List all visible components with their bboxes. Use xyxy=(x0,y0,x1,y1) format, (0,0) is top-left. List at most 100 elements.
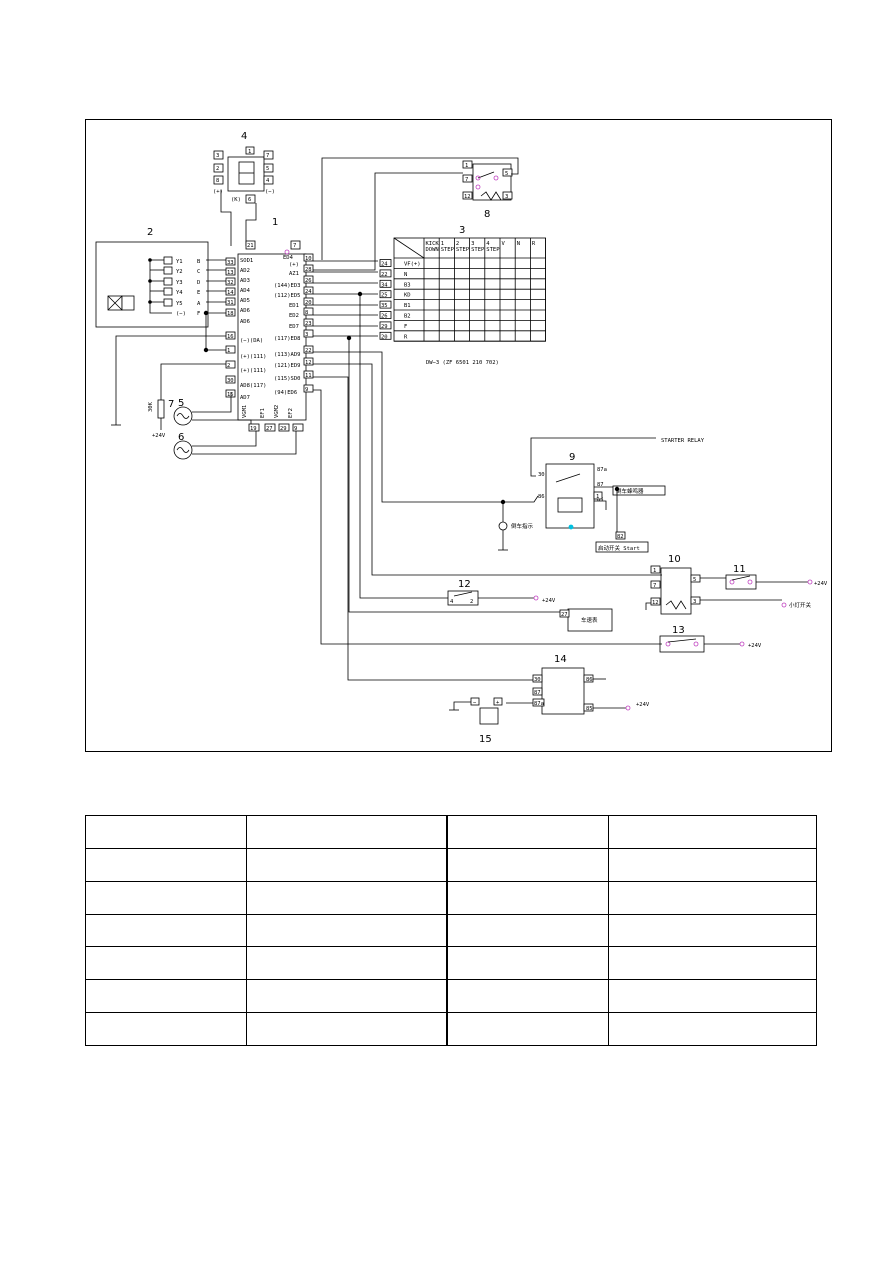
legend-cell xyxy=(245,815,448,849)
svg-text:7: 7 xyxy=(293,243,296,249)
svg-text:31: 31 xyxy=(227,300,234,306)
svg-text:8: 8 xyxy=(305,310,308,316)
ecu-number: 1 xyxy=(272,217,278,228)
svg-text:VGM1: VGM1 xyxy=(242,405,248,418)
legend-row xyxy=(85,946,817,981)
ecu-right-pin-numbers: 10 28 26 24 20 8 23 3 22 12 11 9 xyxy=(303,253,314,393)
svg-text:1: 1 xyxy=(227,348,230,354)
svg-text:2: 2 xyxy=(216,166,219,172)
svg-text:(144)ED3: (144)ED3 xyxy=(274,283,301,289)
svg-text:3: 3 xyxy=(693,599,696,605)
legend-cell xyxy=(85,913,247,948)
legend-cell xyxy=(608,913,817,948)
svg-text:(117)ED8: (117)ED8 xyxy=(274,336,301,342)
svg-text:30: 30 xyxy=(538,472,545,478)
battery-15: − + 15 xyxy=(470,697,503,745)
legend-cell xyxy=(608,880,817,915)
svg-text:Y4: Y4 xyxy=(176,290,183,296)
svg-text:7: 7 xyxy=(653,583,656,589)
legend-row xyxy=(85,1012,817,1046)
svg-text:9: 9 xyxy=(294,426,297,432)
svg-text:4: 4 xyxy=(450,599,454,605)
svg-text:AD5: AD5 xyxy=(240,298,250,304)
shift-table-header: DOWN xyxy=(426,247,439,253)
svg-text:(+)(111): (+)(111) xyxy=(240,368,267,374)
svg-text:30: 30 xyxy=(534,677,541,683)
svg-text:2: 2 xyxy=(470,599,473,605)
svg-text:AZ1: AZ1 xyxy=(289,271,299,277)
svg-text:ED7: ED7 xyxy=(289,324,299,330)
svg-text:(121)ED9: (121)ED9 xyxy=(274,363,301,369)
shift-table-row-label: B3 xyxy=(404,282,411,288)
legend-cell xyxy=(85,979,247,1014)
svg-text:5: 5 xyxy=(266,166,269,172)
svg-text:(115)SD0: (115)SD0 xyxy=(274,376,301,382)
svg-text:(94)ED6: (94)ED6 xyxy=(274,390,297,396)
svg-text:Y2: Y2 xyxy=(176,269,183,275)
svg-text:AD4: AD4 xyxy=(240,288,251,294)
shift-table-header: V xyxy=(502,241,506,247)
legend-cell xyxy=(446,815,610,849)
shift-table-row-label: B2 xyxy=(404,314,411,320)
svg-text:14: 14 xyxy=(227,290,234,296)
svg-text:AD7: AD7 xyxy=(240,395,250,401)
svg-text:AD6: AD6 xyxy=(240,319,250,325)
solenoid-coils: Y1 Y2 Y3 Y4 Y5 (−) B C D E A F xyxy=(163,256,201,317)
svg-text:1: 1 xyxy=(596,494,599,500)
legend-row xyxy=(85,847,817,882)
legend-cell xyxy=(608,815,817,849)
svg-text:7: 7 xyxy=(465,177,468,183)
shift-table-header: R xyxy=(532,241,536,247)
svg-text:20: 20 xyxy=(305,300,312,306)
shift-table-row-label: F xyxy=(404,324,407,330)
svg-text:(+): (+) xyxy=(289,262,299,268)
svg-text:(113)AD9: (113)AD9 xyxy=(274,352,301,358)
ecu-left-labels: SOD1 AD2 AD3 AD4 AD5 AD6 AD6 (−)(DA) (+)… xyxy=(240,258,267,401)
shift-table-row-pin: 25 xyxy=(381,293,388,299)
shift-table-row-pin: 24 xyxy=(381,262,388,268)
legend-cell xyxy=(608,1012,817,1046)
legend-cell xyxy=(85,847,247,882)
svg-text:11: 11 xyxy=(305,373,312,379)
legend-cell xyxy=(85,946,247,981)
svg-text:(+): (+) xyxy=(213,189,223,195)
svg-text:ED2: ED2 xyxy=(289,313,299,319)
legend-cell xyxy=(245,913,448,948)
svg-text:87a: 87a xyxy=(534,701,544,707)
svg-text:21: 21 xyxy=(247,243,254,249)
switch-12: 12 4 2 +24V xyxy=(447,579,556,606)
ecu-left-pin-numbers: 33 13 32 14 31 18 16 1 2 30 15 xyxy=(225,257,236,398)
shift-table-header: STEP xyxy=(471,247,485,253)
relay-14: 14 30 87 87a 86 85 +24V xyxy=(532,654,650,715)
svg-text:86: 86 xyxy=(538,494,545,500)
svg-text:28: 28 xyxy=(305,267,312,273)
ecu-right-labels: ED4 (+) AZ1 (144)ED3 (112)ED5 ED1 ED2 ED… xyxy=(274,255,301,396)
ecu-bottom-labels: VGM1 EF1 VGM2 EF2 19 27 29 9 xyxy=(242,405,304,432)
display-left-pins: 3 2 8 (+) xyxy=(213,150,224,195)
shift-table-number: 3 xyxy=(459,225,465,236)
wiring-diagram: 4 1 3 2 8 (+) 7 5 4 (−) (K) 6 1 21 7 SOD… xyxy=(85,119,832,752)
shift-table-header: 2 xyxy=(456,241,459,247)
svg-text:85: 85 xyxy=(597,497,604,503)
legend-cell xyxy=(245,979,448,1014)
svg-text:(112)ED5: (112)ED5 xyxy=(274,293,301,299)
svg-text:AD2: AD2 xyxy=(240,268,250,274)
svg-text:7: 7 xyxy=(266,153,269,159)
svg-text:4: 4 xyxy=(266,178,270,184)
svg-text:STARTER RELAY: STARTER RELAY xyxy=(661,438,705,444)
shift-table-header: 1 xyxy=(441,241,444,247)
svg-text:10: 10 xyxy=(668,554,681,565)
legend-cell xyxy=(608,847,817,882)
svg-text:33: 33 xyxy=(227,260,234,266)
svg-text:+24V: +24V xyxy=(152,433,166,439)
svg-text:23: 23 xyxy=(305,321,312,327)
switch-8: 1 7 12 5 3 8 xyxy=(462,160,513,220)
legend-table xyxy=(85,815,817,1046)
shift-table-caption: DW−3 (ZF 6501 210 702) xyxy=(426,360,499,366)
speed-meter: 27 车速表 xyxy=(559,608,613,632)
legend-row xyxy=(85,880,817,915)
legend-cell xyxy=(85,815,247,849)
svg-text:15: 15 xyxy=(479,734,492,745)
shift-table-row-label: B1 xyxy=(404,303,411,309)
